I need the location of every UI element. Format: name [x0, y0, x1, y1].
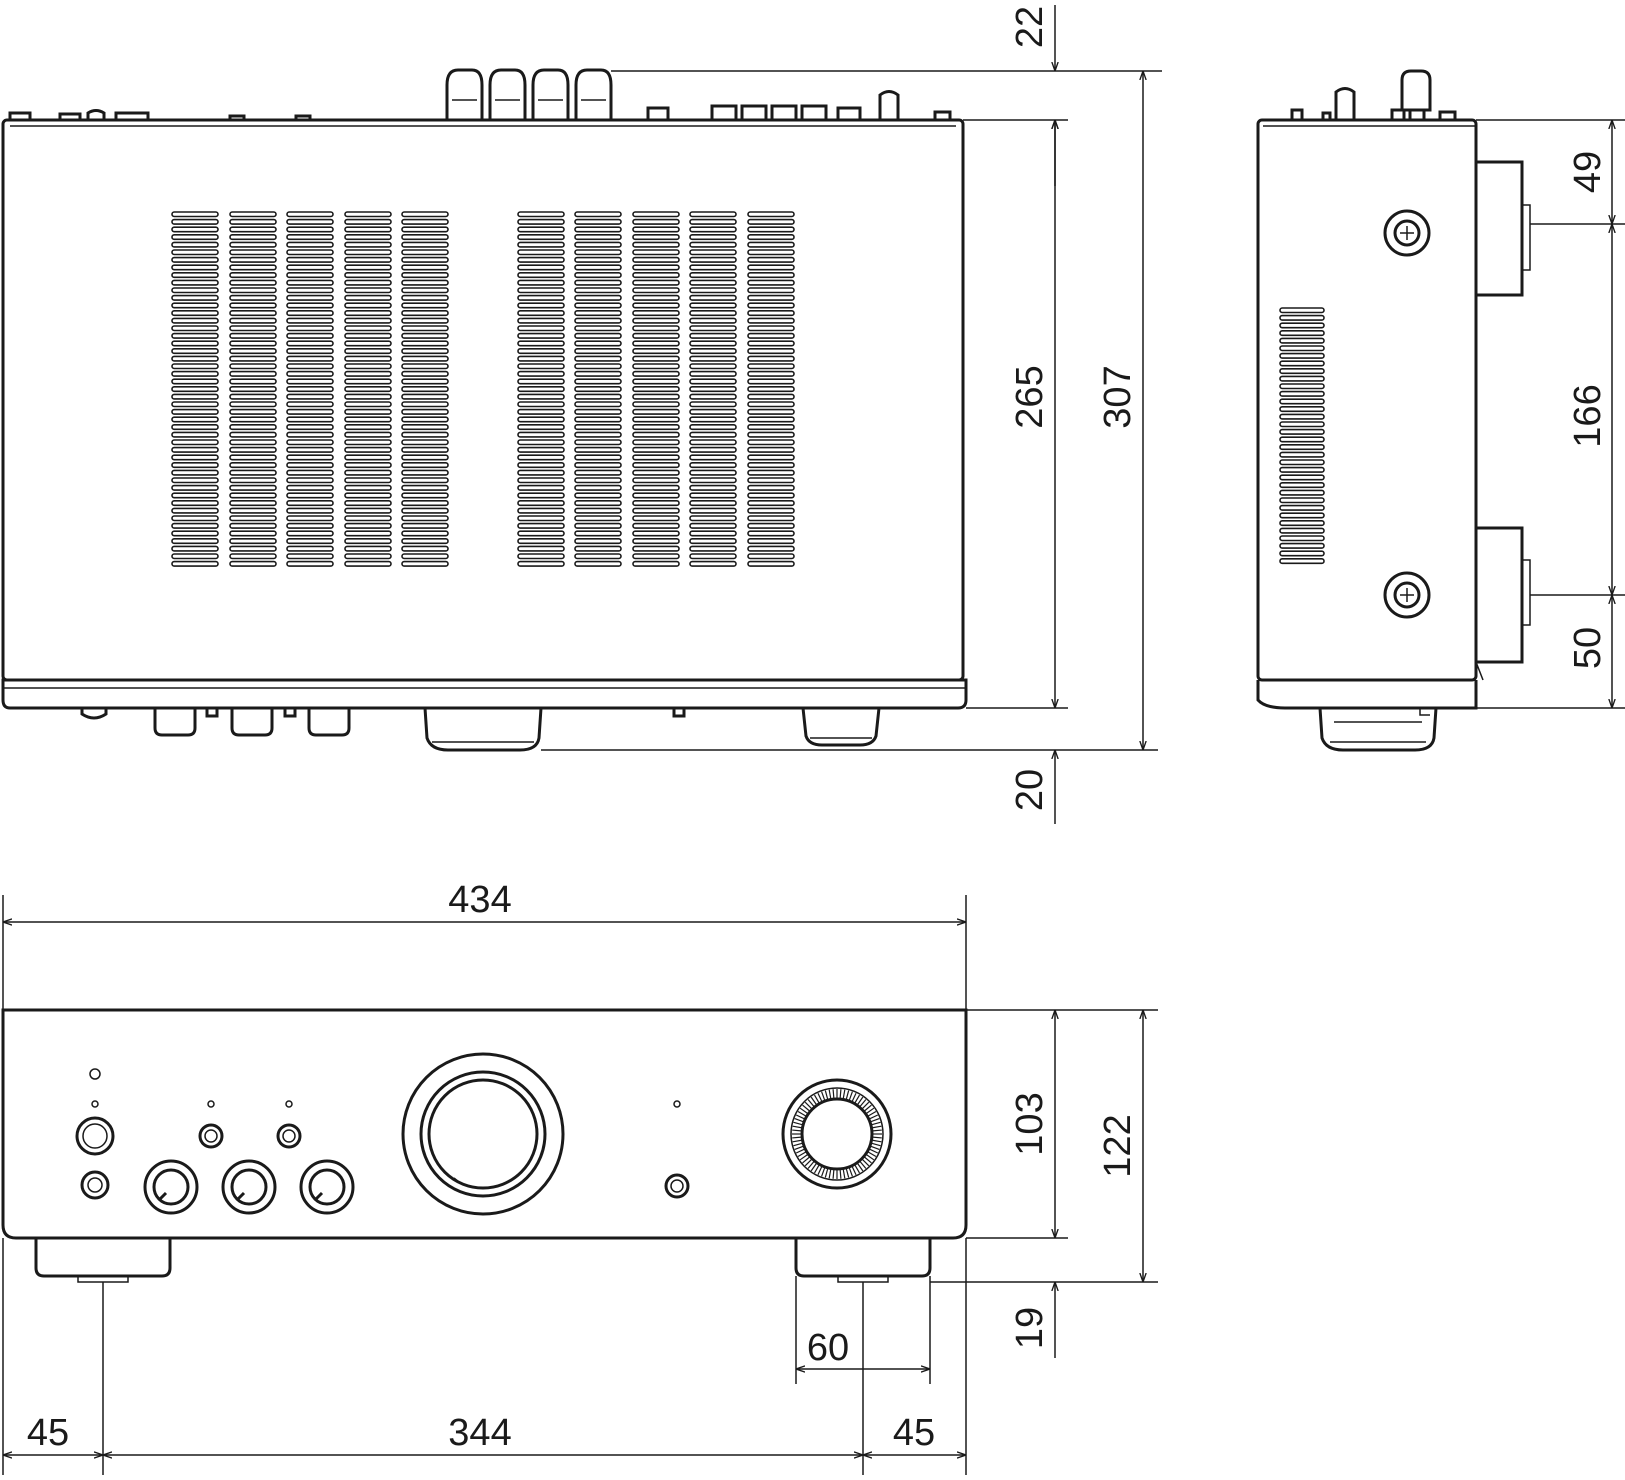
dim-top-307: 307	[1097, 365, 1139, 428]
front-panel	[1, 1008, 968, 1240]
dim-side-50: 50	[1567, 627, 1609, 669]
side-vent-slots	[1279, 307, 1325, 565]
dim-side-49: 49	[1567, 151, 1609, 193]
volume-knurl	[792, 1089, 882, 1179]
indicator-led-2	[207, 1100, 215, 1108]
input-selector-knob[interactable]	[401, 1052, 565, 1216]
knob-bass[interactable]	[143, 1159, 199, 1215]
dim-top-22: 22	[1009, 6, 1051, 48]
front-foot-right	[794, 1238, 932, 1278]
indicator-led-4	[673, 1100, 681, 1108]
rear-terminals	[8, 68, 952, 122]
side-chassis	[1256, 118, 1478, 682]
small-button-2[interactable]	[276, 1123, 302, 1149]
dim-front-45-left: 45	[27, 1412, 69, 1454]
power-button[interactable]	[75, 1116, 115, 1156]
indicator-led-1	[91, 1100, 99, 1108]
dim-front-45-right: 45	[893, 1412, 935, 1454]
dim-front-344: 344	[448, 1412, 511, 1454]
front-panel-lip	[1, 678, 968, 710]
top-chassis	[1, 118, 965, 682]
dim-front-60: 60	[807, 1327, 849, 1369]
dim-top-265: 265	[1009, 365, 1051, 428]
side-screw-lower	[1383, 571, 1431, 619]
side-view: 49 166 50	[1256, 69, 1625, 752]
dim-front-19: 19	[1009, 1307, 1051, 1349]
knob-treble[interactable]	[221, 1159, 277, 1215]
dim-side-166: 166	[1567, 384, 1609, 447]
front-protrusions-top	[80, 707, 881, 752]
headphone-jack[interactable]	[80, 1170, 110, 1200]
mode-button[interactable]	[664, 1173, 690, 1199]
front-view: 434	[1, 879, 1158, 1475]
top-view: 22 265 307 20	[1, 5, 1162, 824]
power-indicator	[89, 1068, 101, 1080]
top-vent-slots	[171, 211, 795, 567]
dim-front-122: 122	[1097, 1114, 1139, 1177]
front-foot-left	[34, 1238, 172, 1278]
dim-front-103: 103	[1009, 1092, 1051, 1155]
indicator-led-3	[285, 1100, 293, 1108]
knob-balance[interactable]	[299, 1159, 355, 1215]
side-screw-upper	[1383, 209, 1431, 257]
dim-front-434: 434	[448, 879, 511, 921]
dim-top-20: 20	[1009, 769, 1051, 811]
volume-knob[interactable]	[781, 1078, 893, 1190]
small-button-1[interactable]	[198, 1123, 224, 1149]
